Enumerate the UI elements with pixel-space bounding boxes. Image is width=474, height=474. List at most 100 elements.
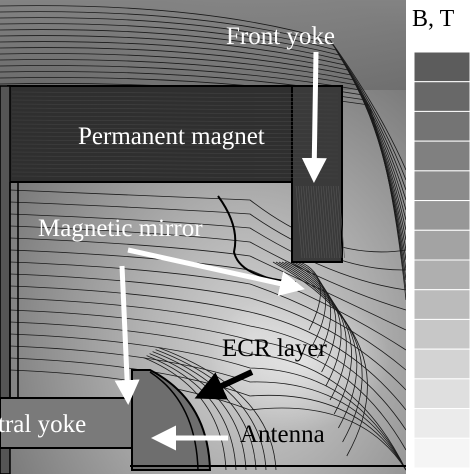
magnet-hatch-line	[11, 107, 339, 111]
field-line	[9, 333, 407, 471]
yoke-hatch-line	[335, 185, 343, 259]
field-line	[284, 261, 347, 401]
field-line	[293, 261, 331, 359]
legend-swatch	[413, 51, 471, 83]
magnet-hatch-line	[11, 147, 339, 151]
legend-swatch	[413, 170, 471, 202]
field-line	[0, 65, 407, 271]
field-line	[0, 29, 407, 211]
legend-swatch	[413, 81, 471, 112]
magnet-hatch-line	[11, 163, 339, 167]
yoke-hatch-line	[303, 185, 310, 259]
low-field-zone	[210, 290, 390, 430]
field-line	[0, 23, 407, 201]
central-yoke-label: tral yoke	[0, 411, 86, 438]
magnetic-mirror-label: Magnetic mirror	[38, 215, 203, 242]
yoke-hatch-line	[300, 185, 308, 259]
legend-swatch	[413, 437, 471, 469]
field-line	[0, 53, 407, 251]
antenna-inner-edge	[149, 371, 199, 471]
field-line	[0, 47, 407, 241]
field-line	[281, 261, 352, 415]
yoke-hatch-line	[315, 185, 323, 259]
yoke-hatch-line	[330, 185, 338, 259]
legend-swatch	[413, 378, 471, 410]
permanent-magnet-block	[7, 85, 343, 183]
yoke-hatch-line	[333, 185, 340, 259]
field-line	[152, 351, 257, 471]
field-line	[287, 261, 342, 387]
yoke-hatch-line	[305, 185, 313, 259]
field-line	[146, 355, 237, 471]
ecr-layer-label: ECR layer	[222, 335, 328, 362]
ecr-layer-arrow	[194, 369, 254, 400]
legend-swatch	[413, 259, 471, 291]
field-line	[155, 349, 267, 471]
field-line	[9, 261, 407, 371]
magnet-hatch-line	[11, 131, 339, 135]
permanent-magnet-label: Permanent magnet	[78, 123, 265, 150]
magnet-hatch-line	[11, 91, 339, 95]
yoke-hatch-line	[313, 185, 320, 259]
magnet-hatch-line	[11, 167, 339, 171]
yoke-hatch-line	[308, 185, 315, 259]
yoke-hatch-line	[298, 185, 305, 259]
field-line	[143, 357, 227, 471]
field-line	[9, 189, 407, 253]
magnet-hatch-line	[11, 99, 339, 103]
field-line	[0, 5, 407, 171]
magnet-hatch-line	[11, 175, 339, 179]
yoke-hatch-line	[323, 185, 330, 259]
legend-swatch	[413, 200, 471, 231]
front-yoke-arrow	[301, 51, 327, 183]
field-line	[9, 225, 407, 311]
magnet-hatch-line	[11, 115, 339, 119]
legend-swatch	[413, 408, 471, 439]
yoke-hatch-line	[338, 185, 345, 259]
field-line	[9, 357, 407, 471]
field-line	[0, 11, 407, 181]
field-line	[9, 213, 407, 291]
magnet-hatch-line	[11, 159, 339, 163]
field-line	[158, 347, 277, 471]
magnet-hatch-line	[11, 103, 339, 107]
ecr-layer-curve	[217, 195, 297, 283]
magnetic-mirror-arrow	[127, 247, 305, 296]
field-line	[0, 59, 407, 261]
magnet-hatch-line	[11, 119, 339, 123]
front-yoke-label: Front yoke	[226, 23, 335, 50]
field-line	[9, 369, 407, 471]
magnet-hatch-line	[11, 139, 339, 143]
magnet-hatch-line	[11, 171, 339, 175]
yoke-hatch-line	[310, 185, 318, 259]
legend-swatch	[413, 318, 471, 350]
legend-swatch	[413, 110, 471, 142]
field-line	[149, 353, 247, 471]
magnet-hatch-line	[11, 123, 339, 127]
magnet-hatch-line	[11, 143, 339, 147]
field-line	[9, 321, 407, 471]
yoke-hatch-line	[325, 185, 333, 259]
legend-title: B, T	[412, 6, 455, 32]
yoke-hatch-line	[320, 185, 328, 259]
legend-swatch	[413, 289, 471, 320]
field-line	[9, 345, 407, 471]
legend-colorbar	[413, 51, 471, 469]
magnet-hatching	[11, 91, 345, 259]
field-line	[0, 17, 407, 191]
yoke-hatch-line	[328, 185, 335, 259]
field-lines	[0, 5, 407, 471]
yoke-hatch-line	[295, 185, 303, 259]
legend-swatch	[413, 348, 471, 380]
legend-swatch	[413, 140, 471, 172]
yoke-hatch-line	[318, 185, 325, 259]
antenna-label: Antenna	[240, 421, 325, 448]
field-line	[9, 297, 407, 431]
magnet-hatch-line	[11, 151, 339, 155]
field-line	[9, 309, 407, 451]
magnet-hatch-line	[11, 127, 339, 131]
field-line	[9, 201, 407, 271]
magnet-hatch-line	[11, 155, 339, 159]
